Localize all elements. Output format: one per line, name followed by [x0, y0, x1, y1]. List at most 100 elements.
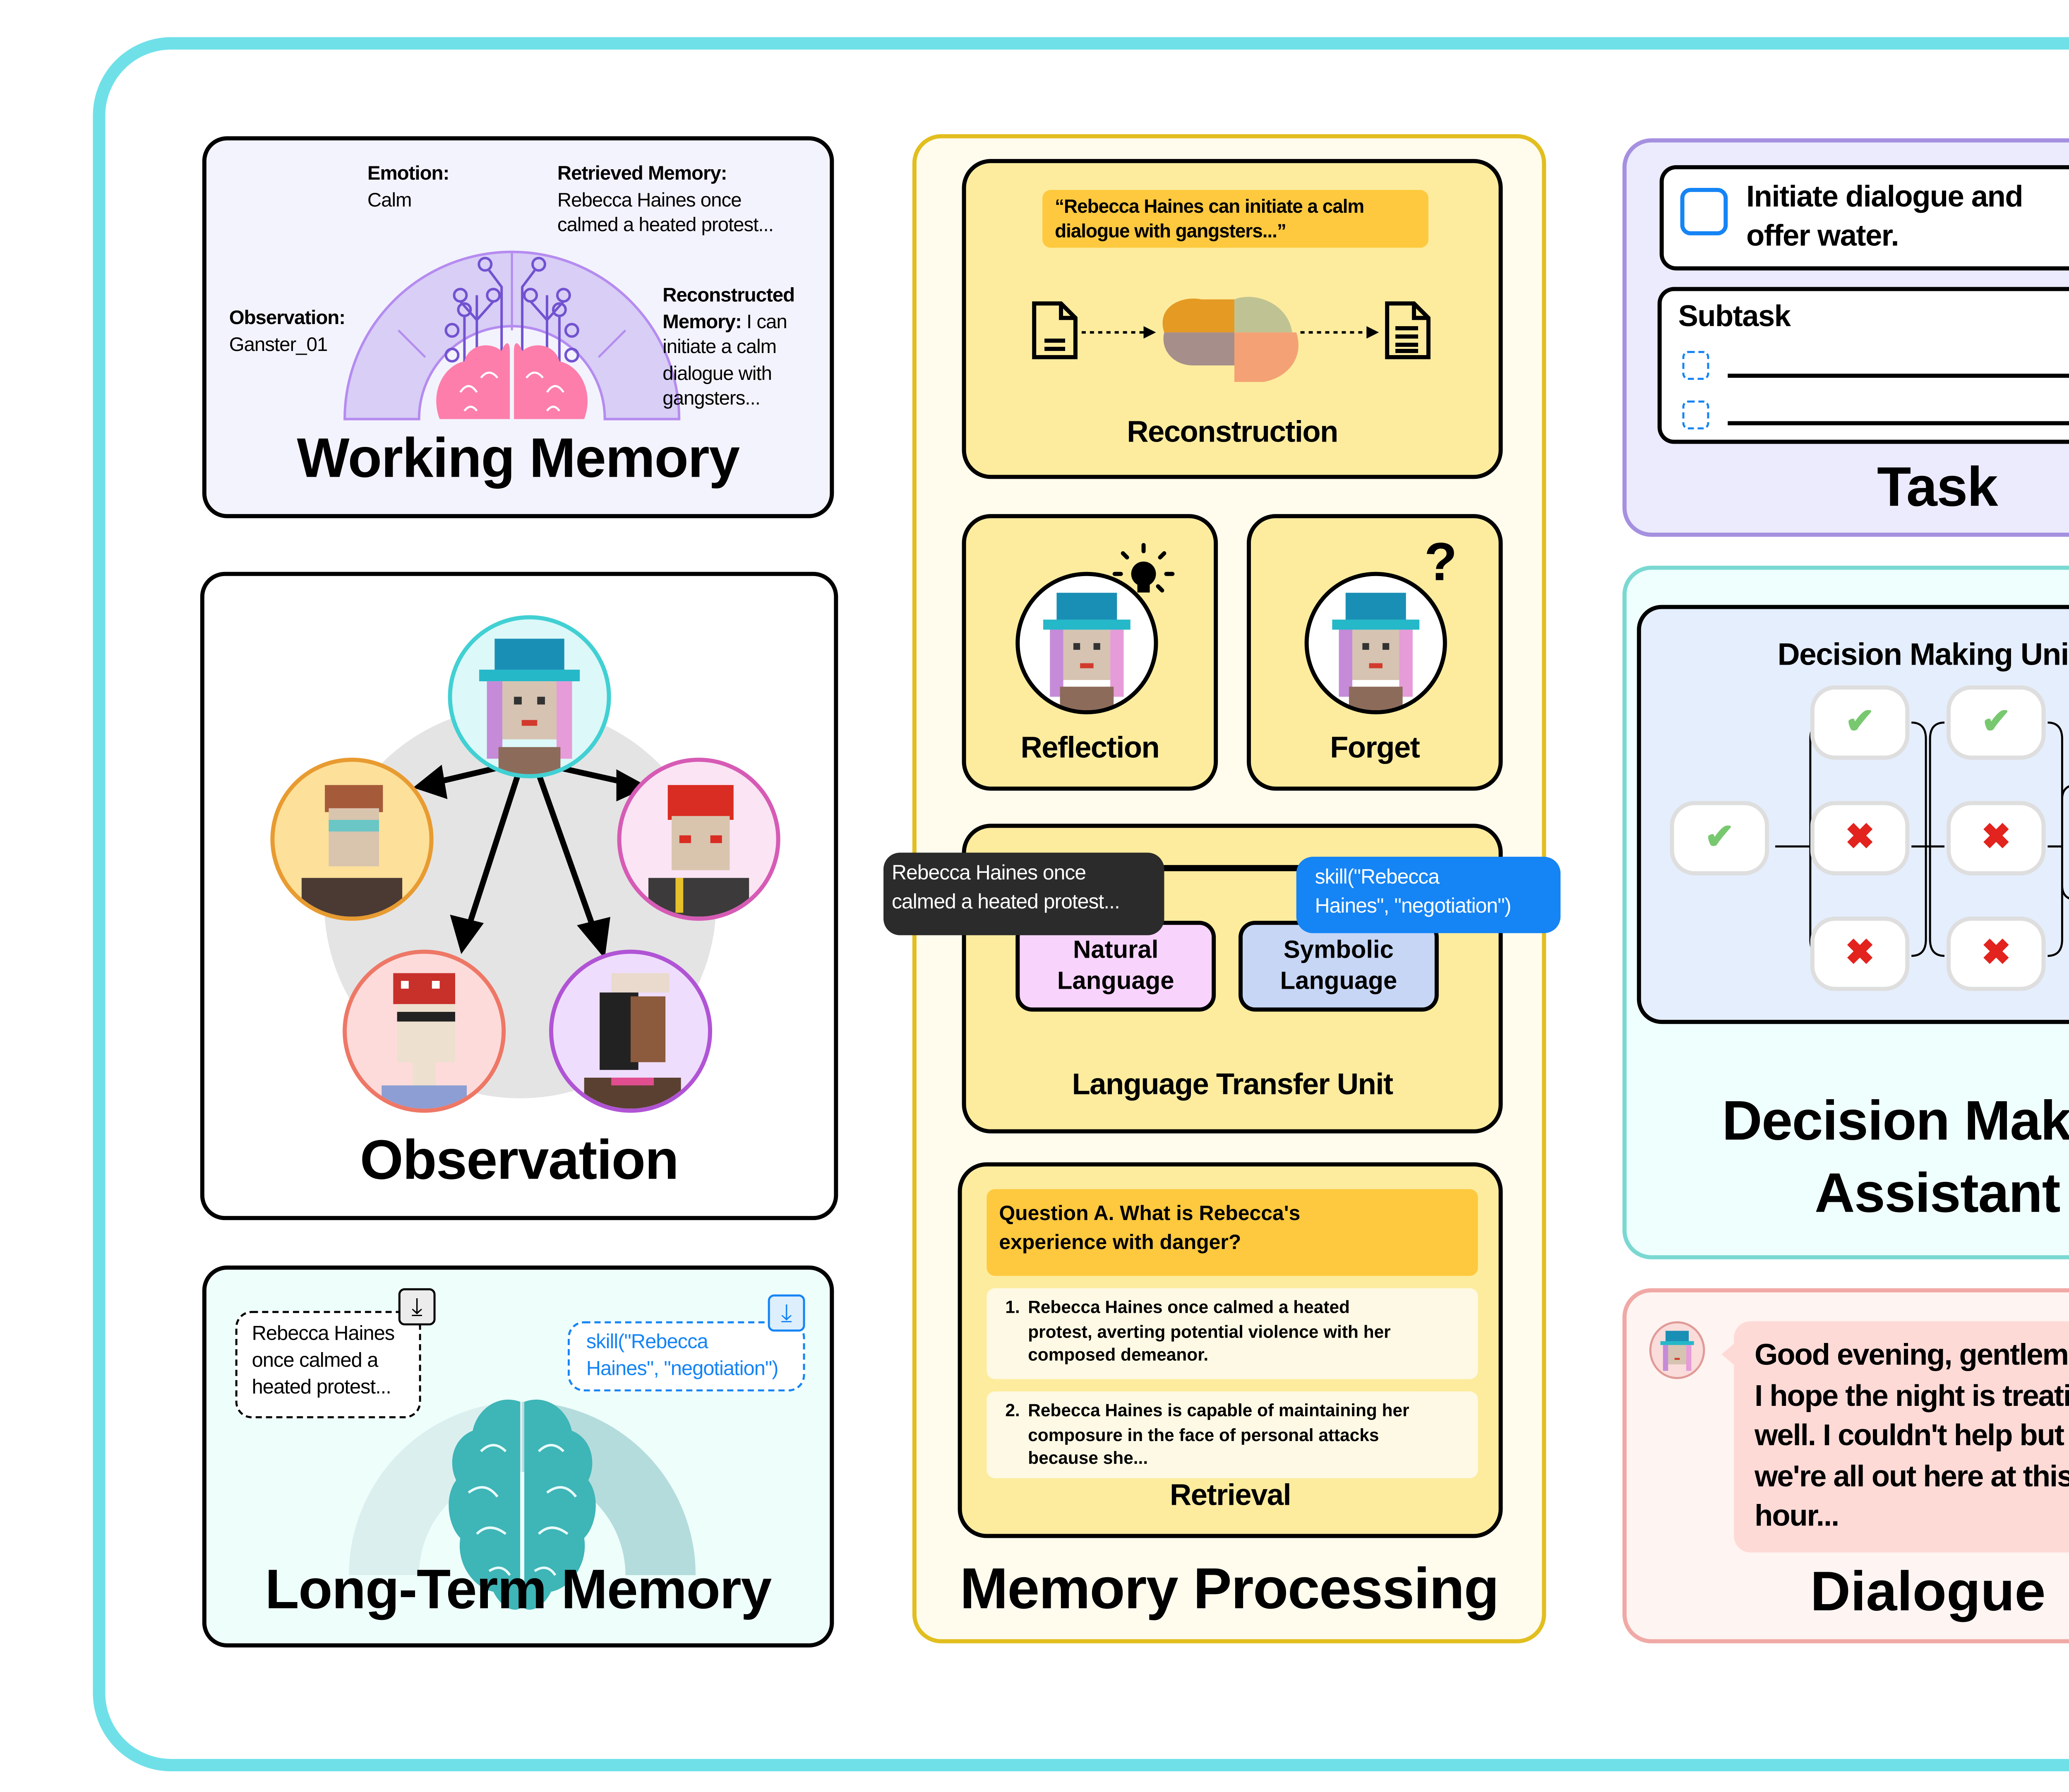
result-line: Rebecca Haines is capable of maintaining… [1028, 1400, 1409, 1421]
check-icon: ✔ [1704, 817, 1734, 857]
result-line: composed demeanor. [1028, 1344, 1209, 1365]
gangster-avatar-orange[interactable] [270, 757, 434, 921]
main-task-text: Initiate dialogue and offer water. [1746, 180, 2023, 258]
reconstruction-card: “Rebecca Haines can initiate a calm dial… [962, 159, 1503, 479]
decision-unit-fail[interactable]: ✖ [1947, 916, 2046, 991]
reconstruction-quote: “Rebecca Haines can initiate a calm dial… [1042, 190, 1428, 248]
reconstructed-memory-value: gangsters... [662, 388, 761, 411]
question-line: experience with danger? [999, 1232, 1241, 1255]
natural-language-bubble: Rebecca Haines once calmed a heated prot… [883, 853, 1164, 935]
check-icon: ✔ [1981, 702, 2011, 741]
result-line: Rebecca Haines once calmed a heated [1028, 1296, 1350, 1317]
retrieved-memory-field: Retrieved Memory: Rebecca Haines once ca… [557, 163, 774, 240]
gangster-avatar-purple[interactable] [549, 949, 712, 1113]
natural-language-label: Natural [1073, 935, 1159, 964]
reconstructed-memory-label: Memory: [662, 310, 742, 334]
observation-value: Ganster_01 [229, 333, 328, 356]
observation-title: Observation [360, 1129, 679, 1191]
save-icon[interactable]: ⤓ [398, 1288, 436, 1326]
bubble-line: calmed a heated protest... [891, 891, 1120, 915]
natural-language-label: Language [1057, 966, 1174, 995]
emotion-label: Emotion: [367, 163, 449, 186]
dialogue-line: I hope the night is treating you [1755, 1380, 2069, 1413]
observation-label: Observation: [229, 307, 346, 331]
subtask-line[interactable] [1728, 421, 2069, 425]
result-line: protest, averting potential violence wit… [1028, 1320, 1391, 1341]
bubble-line: skill("Rebecca [1315, 867, 1440, 890]
result-number: 2. [1005, 1400, 1020, 1421]
reconstructed-memory-value: dialogue with [662, 362, 772, 385]
retrieved-memory-value: Rebecca Haines once [557, 189, 742, 212]
subtask-checkbox[interactable] [1682, 351, 1709, 380]
natural-language-box[interactable]: Natural Language [1015, 920, 1216, 1012]
forget-card[interactable]: ? Forget [1246, 514, 1503, 791]
dialogue-line: well. I couldn't help but notice [1755, 1420, 2069, 1453]
question-mark-icon: ? [1424, 531, 1457, 593]
gangster-avatar-magenta[interactable] [617, 757, 780, 921]
language-transfer-title: Language Transfer Unit [1072, 1069, 1393, 1103]
cross-icon: ✖ [1845, 817, 1875, 857]
task-checkbox[interactable] [1680, 187, 1728, 235]
decision-title-line: Assistant [1815, 1162, 2060, 1225]
note-line: once calmed a [252, 1350, 379, 1373]
working-memory-panel: Emotion: Calm Retrieved Memory: Rebecca … [202, 136, 834, 519]
gangster-avatar-coral[interactable] [343, 949, 506, 1113]
task-title: Task [1877, 456, 1998, 519]
symbolic-language-label: Language [1280, 966, 1397, 995]
rebecca-avatar[interactable] [448, 615, 611, 778]
result-line: composure in the face of personal attack… [1028, 1423, 1379, 1444]
observation-panel: Observation [200, 572, 838, 1220]
decision-unit-pass[interactable]: ✔ [1670, 801, 1769, 876]
reflection-title: Reflection [1020, 733, 1160, 766]
reconstructed-memory-value: I can [741, 310, 787, 334]
subtask-checkbox[interactable] [1682, 400, 1709, 430]
rebecca-avatar[interactable] [1649, 1321, 1705, 1379]
decision-title-line: Decision Making [1722, 1090, 2069, 1152]
bubble-tail [1721, 1342, 1736, 1367]
quote-line: dialogue with gangsters...” [1055, 220, 1287, 241]
dialogue-line: we're all out here at this late [1755, 1461, 2069, 1494]
decision-unit-fail[interactable]: ✖ [1810, 916, 1910, 991]
retrieved-memory-label: Retrieved Memory: [557, 163, 727, 186]
decision-unit-fail[interactable]: ✖ [1810, 801, 1910, 876]
task-line: offer water. [1746, 221, 1899, 254]
bubble-line: Haines", "negotiation") [1315, 896, 1512, 919]
decision-unit-fail[interactable]: ✖ [1947, 801, 2046, 876]
symbolic-language-box[interactable]: Symbolic Language [1239, 920, 1439, 1012]
symbolic-language-label: Symbolic [1283, 935, 1394, 964]
cross-icon: ✖ [1845, 933, 1875, 973]
memory-processing-title: Memory Processing [960, 1557, 1499, 1621]
note-line: Rebecca Haines [252, 1323, 395, 1346]
document-icon [1032, 301, 1078, 359]
save-icon[interactable]: ⤓ [768, 1294, 805, 1332]
main-task[interactable]: Initiate dialogue and offer water. [1659, 165, 2069, 271]
dialogue-line: hour... [1755, 1501, 1839, 1534]
document-lines-icon [1385, 301, 1431, 359]
decision-units-title: Decision Making Units [1777, 638, 2069, 673]
result-line: because she... [1028, 1447, 1148, 1468]
working-memory-title: Working Memory [297, 427, 740, 490]
note-line: Haines", "negotiation") [586, 1358, 779, 1381]
forget-title: Forget [1330, 733, 1420, 766]
reconstruction-title: Reconstruction [1127, 417, 1338, 450]
subtask-line[interactable] [1728, 373, 2069, 378]
note-line: heated protest... [252, 1377, 391, 1400]
retrieval-result[interactable]: 2. Rebecca Haines is capable of maintain… [986, 1391, 1478, 1478]
puzzle-brain-icon [1162, 297, 1299, 382]
reconstructed-memory-value: initiate a calm [662, 336, 777, 359]
lightbulb-icon [1112, 543, 1175, 593]
decision-unit-pass[interactable]: ✔ [1947, 685, 2046, 760]
memory-processing-panel: “Rebecca Haines can initiate a calm dial… [883, 134, 1561, 1643]
task-panel: Initiate dialogue and offer water. Subta… [1622, 138, 2069, 537]
note-line: skill("Rebecca [586, 1331, 708, 1355]
decision-unit-pass[interactable]: ✔ [1810, 685, 1910, 760]
dialogue-panel: Good evening, gentlemen. I hope the nigh… [1622, 1288, 2069, 1643]
long-term-memory-panel: Rebecca Haines once calmed a heated prot… [202, 1265, 834, 1648]
dialogue-line: Good evening, gentlemen. [1755, 1340, 2069, 1373]
arrow-icon [1143, 326, 1156, 339]
brain-icon [449, 1399, 596, 1610]
emotion-value: Calm [367, 189, 412, 212]
reflection-card[interactable]: Reflection [962, 514, 1218, 791]
rebecca-avatar [1304, 572, 1447, 714]
